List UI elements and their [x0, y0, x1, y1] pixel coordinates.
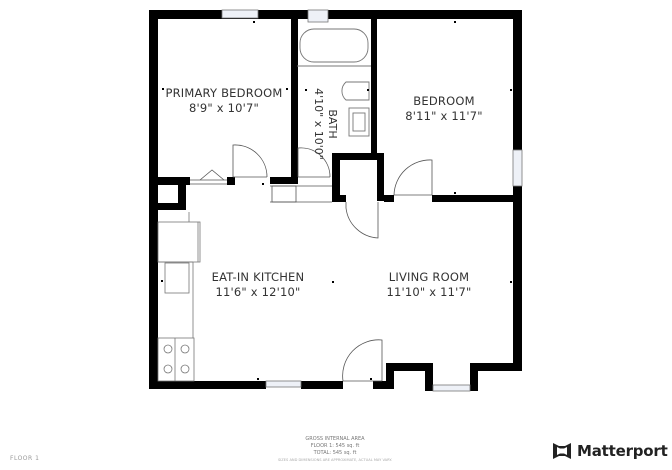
disclaimer: SIZES AND DIMENSIONS ARE APPROXIMATE, AC…	[277, 458, 393, 462]
room-name: EAT-IN KITCHEN	[211, 270, 305, 284]
floor-area: FLOOR 1: 545 sq. ft	[310, 443, 360, 449]
room-dimensions: 8'9" x 10'7"	[188, 101, 259, 115]
room-name: BATH	[326, 109, 339, 139]
room-label-primary-bedroom: PRIMARY BEDROOM 8'9" x 10'7"	[158, 86, 290, 116]
area-title: GROSS INTERNAL AREA	[305, 436, 365, 442]
room-dimensions: 11'10" x 11'7"	[386, 285, 472, 299]
walls	[149, 10, 522, 391]
kitchen-sink	[164, 262, 190, 294]
sink	[348, 107, 370, 137]
toilet	[341, 81, 370, 101]
room-label-bedroom: BEDROOM 8'11" x 11'7"	[390, 94, 498, 124]
dimension-markers	[161, 21, 512, 380]
window-bedroom	[512, 149, 523, 187]
area-summary: GROSS INTERNAL AREA FLOOR 1: 545 sq. ft …	[250, 436, 420, 464]
room-name: PRIMARY BEDROOM	[165, 86, 283, 100]
room-label-bath: BATH 4'10" x 10'0"	[311, 84, 339, 164]
windows	[221, 9, 523, 392]
window-kitchen	[265, 380, 302, 388]
room-name: LIVING ROOM	[388, 270, 470, 284]
matterport-logo-icon	[553, 443, 571, 459]
window-bath	[307, 9, 329, 23]
room-dimensions: 11'6" x 12'10"	[215, 285, 301, 299]
floor-label: FLOOR 1	[10, 455, 40, 462]
brand-logo: Matterport	[553, 442, 668, 460]
window-primary-bedroom	[221, 9, 259, 19]
brand-name: Matterport	[577, 442, 668, 460]
fridge	[157, 221, 201, 263]
total-area: TOTAL: 545 sq. ft	[313, 450, 357, 456]
doors	[190, 144, 433, 382]
bathtub	[299, 28, 369, 63]
room-label-eat-in-kitchen: EAT-IN KITCHEN 11'6" x 12'10"	[198, 270, 318, 300]
stove	[157, 337, 195, 382]
room-name: BEDROOM	[413, 94, 475, 108]
kitchen-fixtures	[157, 212, 201, 382]
room-dimensions: 4'10" x 10'0"	[312, 88, 325, 160]
room-label-living-room: LIVING ROOM 11'10" x 11'7"	[374, 270, 484, 300]
room-dimensions: 8'11" x 11'7"	[405, 109, 483, 123]
window-living	[432, 384, 471, 392]
bath-fixtures	[297, 28, 371, 137]
